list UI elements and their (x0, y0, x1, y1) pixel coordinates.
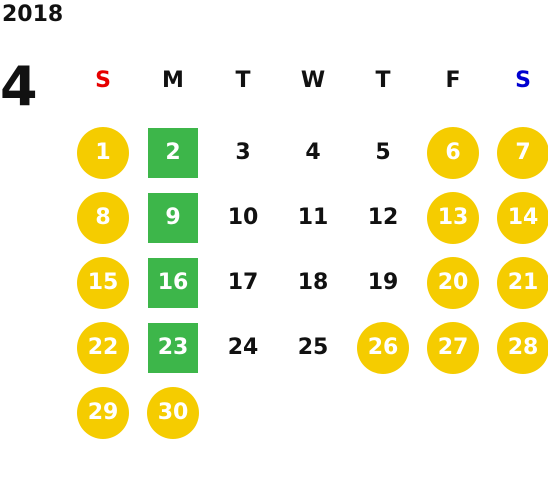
weekday-sun: S (95, 68, 111, 93)
day-number: 24 (227, 335, 259, 360)
weekday-thu: T (375, 68, 391, 93)
calendar-cell (208, 380, 278, 445)
day-number: 1 (77, 126, 129, 179)
calendar-cell[interactable]: 5 (348, 120, 418, 185)
weekday-header: S M T W T F S (68, 66, 548, 96)
calendar-cell (348, 380, 418, 445)
day-number: 26 (357, 321, 409, 374)
calendar-cell[interactable]: 16 (138, 250, 208, 315)
day-number: 2 (148, 127, 198, 178)
day-number: 29 (77, 386, 129, 439)
day-number: 6 (427, 126, 479, 179)
calendar-cell[interactable]: 20 (418, 250, 488, 315)
day-number: 4 (305, 140, 321, 165)
weekday-fri: F (445, 68, 461, 93)
calendar-cell[interactable]: 28 (488, 315, 548, 380)
calendar-cell[interactable]: 9 (138, 185, 208, 250)
day-number: 12 (367, 205, 399, 230)
day-number: 9 (148, 192, 198, 243)
day-number: 15 (77, 256, 129, 309)
day-number: 3 (235, 140, 251, 165)
day-number: 17 (227, 270, 259, 295)
year-label: 2018 (2, 2, 64, 27)
day-number: 22 (77, 321, 129, 374)
day-number: 19 (367, 270, 399, 295)
calendar-cell[interactable]: 14 (488, 185, 548, 250)
day-number: 30 (147, 386, 199, 439)
calendar-cell[interactable]: 19 (348, 250, 418, 315)
day-number: 10 (227, 205, 259, 230)
day-number: 28 (497, 321, 548, 374)
day-number: 5 (375, 140, 391, 165)
weekday-sat: S (515, 68, 531, 93)
calendar-cell[interactable]: 23 (138, 315, 208, 380)
calendar-cell[interactable]: 12 (348, 185, 418, 250)
calendar-cell[interactable]: 4 (278, 120, 348, 185)
calendar-cell (488, 380, 548, 445)
calendar-cell[interactable]: 8 (68, 185, 138, 250)
day-number: 14 (497, 191, 548, 244)
weekday-wed: W (300, 68, 326, 93)
calendar-cell[interactable]: 27 (418, 315, 488, 380)
day-number: 20 (427, 256, 479, 309)
day-number: 7 (497, 126, 548, 179)
day-number: 13 (427, 191, 479, 244)
month-number: 4 (0, 55, 38, 118)
day-number: 27 (427, 321, 479, 374)
calendar-cell[interactable]: 22 (68, 315, 138, 380)
day-number: 21 (497, 256, 548, 309)
calendar-cell (418, 380, 488, 445)
calendar-cell[interactable]: 17 (208, 250, 278, 315)
calendar-cell[interactable]: 18 (278, 250, 348, 315)
calendar-cell[interactable]: 11 (278, 185, 348, 250)
calendar-cell[interactable]: 24 (208, 315, 278, 380)
calendar-cell[interactable]: 29 (68, 380, 138, 445)
day-number: 16 (148, 257, 198, 308)
day-number: 25 (297, 335, 329, 360)
calendar-cell[interactable]: 15 (68, 250, 138, 315)
calendar-cell[interactable]: 10 (208, 185, 278, 250)
calendar-cell[interactable]: 26 (348, 315, 418, 380)
weekday-mon: M (162, 68, 184, 93)
calendar-cell[interactable]: 6 (418, 120, 488, 185)
calendar-cell[interactable]: 25 (278, 315, 348, 380)
calendar-cell (278, 380, 348, 445)
calendar-cell[interactable]: 2 (138, 120, 208, 185)
day-number: 11 (297, 205, 329, 230)
weekday-tue: T (235, 68, 251, 93)
calendar-cell[interactable]: 30 (138, 380, 208, 445)
calendar-cell[interactable]: 21 (488, 250, 548, 315)
day-number: 18 (297, 270, 329, 295)
day-number: 8 (77, 191, 129, 244)
calendar-cell[interactable]: 13 (418, 185, 488, 250)
calendar-cell[interactable]: 3 (208, 120, 278, 185)
day-number: 23 (148, 322, 198, 373)
calendar-cell[interactable]: 7 (488, 120, 548, 185)
calendar-cell[interactable]: 1 (68, 120, 138, 185)
